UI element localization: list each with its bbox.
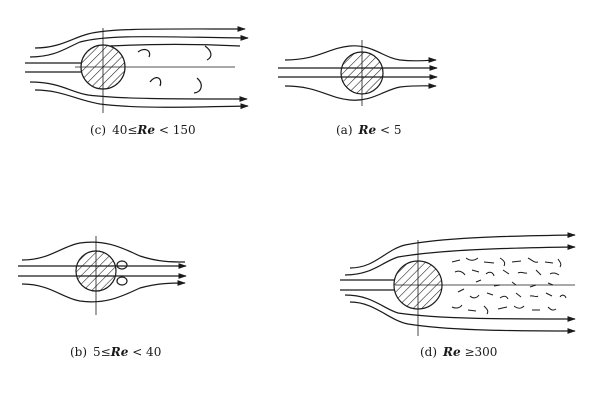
panel-b	[18, 236, 187, 315]
caption-panel-b: (b) 5≤Re < 40	[70, 345, 161, 359]
caption-b-tag: (b)	[70, 345, 88, 359]
panel-c-streamline-bottom-outer	[34, 89, 249, 110]
caption-c-prefix: 40≤	[112, 123, 138, 137]
panel-c-cylinder	[80, 44, 126, 90]
panel-b-vortex-upper	[116, 260, 128, 270]
panel-b-vortex-lower	[116, 276, 128, 286]
panel-d-cylinder	[393, 260, 443, 310]
caption-b-re: Re	[110, 345, 129, 359]
panel-c-eddy-3	[149, 77, 162, 87]
caption-a-tag: (a)	[336, 123, 353, 137]
caption-d-re: Re	[443, 345, 461, 359]
panel-d-turbulent-wake	[451, 257, 567, 315]
caption-d-tag: (d)	[420, 345, 438, 359]
panel-d-streamline-bottom-outer	[349, 301, 576, 334]
caption-a-re: Re	[358, 123, 377, 137]
panel-a-streamline-top	[284, 45, 437, 63]
caption-b-prefix: 5≤	[93, 345, 111, 359]
panel-b-streamline-bottom	[21, 280, 186, 303]
caption-panel-d: (d) Re ≥300	[420, 345, 497, 359]
panel-d-streamline-top-outer	[349, 232, 576, 269]
panel-c-streamline-top-outer	[34, 26, 246, 49]
caption-c-re: Re	[137, 123, 156, 137]
caption-panel-c: (c) 40≤Re < 150	[90, 123, 196, 137]
panel-a-streamline-bottom	[284, 83, 437, 101]
panel-c-eddy-1	[137, 48, 151, 58]
panel-c-streamline-top-inner	[29, 34, 249, 58]
panel-c-wake-boundary-upper	[109, 43, 241, 47]
caption-d-suffix: ≥300	[464, 345, 498, 359]
panel-b-streamline-top	[21, 241, 186, 263]
panel-d	[340, 232, 576, 336]
panel-d-streamline-bottom-inner	[344, 294, 576, 322]
panel-c	[25, 26, 249, 113]
panel-b-cylinder	[75, 250, 117, 292]
panel-c-eddy-2	[204, 45, 212, 61]
caption-panel-a: (a) Re < 5	[336, 123, 401, 137]
caption-b-suffix: < 40	[132, 345, 162, 359]
panel-c-streamline-bottom-inner	[29, 81, 248, 102]
panel-c-eddy-4	[193, 77, 202, 94]
panel-d-streamline-top-inner	[344, 244, 576, 276]
caption-a-suffix: < 5	[379, 123, 402, 137]
caption-c-tag: (c)	[90, 123, 107, 137]
panel-a	[278, 40, 438, 106]
caption-c-suffix: < 150	[158, 123, 196, 137]
panel-a-cylinder	[340, 51, 384, 95]
